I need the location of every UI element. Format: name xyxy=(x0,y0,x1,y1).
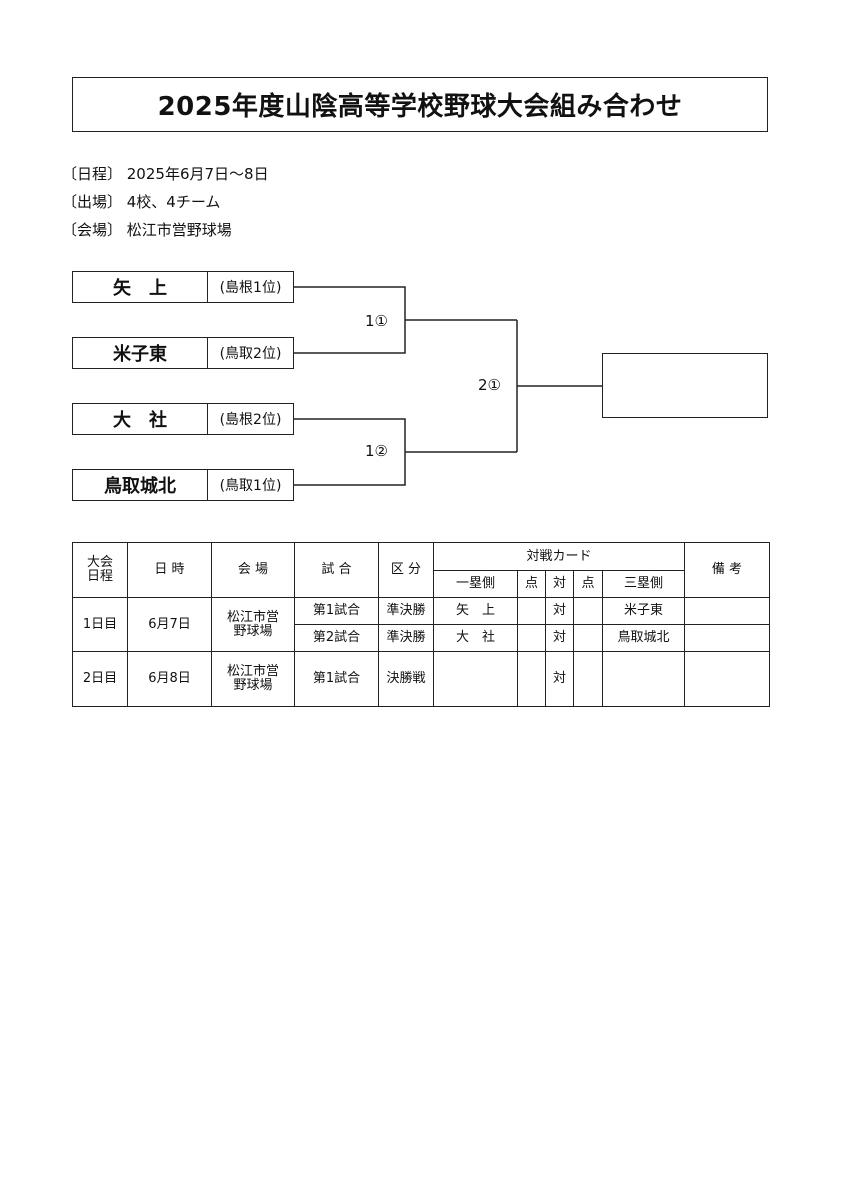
team-rank-1: (島根1位) xyxy=(208,271,294,303)
team-name-3: 大 社 xyxy=(72,403,208,435)
entries-info: 〔出場〕 4校、4チーム xyxy=(62,193,221,211)
header-vs: 対 xyxy=(545,570,574,598)
header-venue: 会 場 xyxy=(211,542,295,598)
round-cell: 準決勝 xyxy=(378,624,434,652)
champion-box xyxy=(602,353,768,418)
venue-cell: 松江市営野球場 xyxy=(211,651,295,707)
header-score-third: 点 xyxy=(573,570,603,598)
header-notes: 備 考 xyxy=(684,542,770,598)
venue-cell: 松江市営野球場 xyxy=(211,597,295,652)
first-base-team: 大 社 xyxy=(433,624,518,652)
date-cell: 6月8日 xyxy=(127,651,212,707)
first-score xyxy=(517,597,546,625)
round-cell: 決勝戦 xyxy=(378,651,434,707)
header-game: 試 合 xyxy=(294,542,379,598)
header-round: 区 分 xyxy=(378,542,434,598)
team-rank-3: (島根2位) xyxy=(208,403,294,435)
third-score xyxy=(573,597,603,625)
header-first-base: 一塁側 xyxy=(433,570,518,598)
day-cell: 2日目 xyxy=(72,651,128,707)
third-base-team: 鳥取城北 xyxy=(602,624,685,652)
first-score xyxy=(517,651,546,707)
semi2-label: 1② xyxy=(365,442,388,460)
team-name-4: 鳥取城北 xyxy=(72,469,208,501)
table-row: 1日目 6月7日 松江市営野球場 第1試合 準決勝 矢 上 対 米子東 xyxy=(72,597,770,652)
page-title: 2025年度山陰高等学校野球大会組み合わせ xyxy=(72,77,768,132)
bracket-lines xyxy=(294,286,602,486)
first-base-team xyxy=(433,651,518,707)
schedule-table: 大会日程 日 時 会 場 試 合 区 分 対戦カード 備 考 一塁側 点 対 点… xyxy=(72,542,770,707)
team-rank-4: (鳥取1位) xyxy=(208,469,294,501)
date-cell: 6月7日 xyxy=(127,597,212,652)
notes-cell xyxy=(684,597,770,625)
vs-cell: 対 xyxy=(545,624,574,652)
semi1-label: 1① xyxy=(365,312,388,330)
game-cell: 第1試合 xyxy=(294,597,379,625)
round-cell: 準決勝 xyxy=(378,597,434,625)
semi2-bracket-line xyxy=(294,418,406,486)
day-cell: 1日目 xyxy=(72,597,128,652)
final-label: 2① xyxy=(478,376,501,394)
header-card: 対戦カード xyxy=(433,542,685,571)
first-base-team: 矢 上 xyxy=(433,597,518,625)
vs-cell: 対 xyxy=(545,651,574,707)
game-cell: 第1試合 xyxy=(294,651,379,707)
third-base-team: 米子東 xyxy=(602,597,685,625)
game-cell: 第2試合 xyxy=(294,624,379,652)
first-score xyxy=(517,624,546,652)
schedule-info: 〔日程〕 2025年6月7日～8日 xyxy=(62,165,269,183)
notes-cell xyxy=(684,651,770,707)
table-row: 2日目 6月8日 松江市営野球場 第1試合 決勝戦 対 xyxy=(72,651,770,707)
table-row: 第2試合 準決勝 大 社 対 鳥取城北 xyxy=(73,624,770,652)
venue-info: 〔会場〕 松江市営野球場 xyxy=(62,221,232,239)
team-name-1: 矢 上 xyxy=(72,271,208,303)
third-score xyxy=(573,624,603,652)
team-rank-2: (鳥取2位) xyxy=(208,337,294,369)
third-score xyxy=(573,651,603,707)
header-date: 日 時 xyxy=(127,542,212,598)
header-score-first: 点 xyxy=(517,570,546,598)
notes-cell xyxy=(684,624,770,652)
header-third-base: 三塁側 xyxy=(602,570,685,598)
third-base-team xyxy=(602,651,685,707)
team-name-2: 米子東 xyxy=(72,337,208,369)
semi1-bracket-line xyxy=(294,286,406,354)
vs-cell: 対 xyxy=(545,597,574,625)
header-day: 大会日程 xyxy=(72,542,128,598)
